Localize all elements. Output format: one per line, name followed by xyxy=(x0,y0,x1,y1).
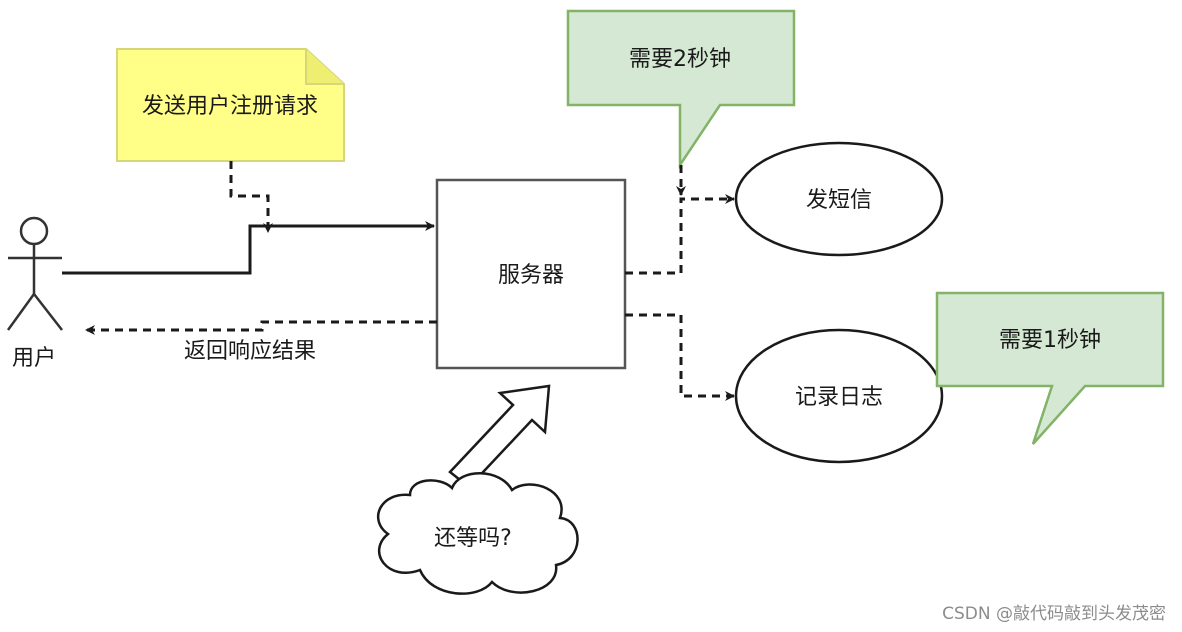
watermark: CSDN @敲代码敲到头发茂密 xyxy=(942,604,1166,624)
user-label: 用户 xyxy=(12,346,56,371)
log-arrow xyxy=(625,313,735,401)
user-actor-icon xyxy=(6,216,63,331)
sms-label: 发短信 xyxy=(806,188,872,213)
request-arrow xyxy=(62,221,435,275)
note-connector xyxy=(229,161,273,233)
note-request-text: 发送用户注册请求 xyxy=(142,94,318,119)
callout-sms-text: 需要2秒钟 xyxy=(629,47,731,72)
server-label: 服务器 xyxy=(498,263,564,288)
return-label: 返回响应结果 xyxy=(184,339,316,364)
sms-ellipse xyxy=(734,141,944,257)
sms-arrow xyxy=(625,194,735,275)
server-box xyxy=(435,178,627,370)
cloud-text: 还等吗? xyxy=(434,526,512,551)
return-arrow xyxy=(85,320,437,335)
cloud-shape: 还等吗? xyxy=(377,472,579,595)
callout-log-text: 需要1秒钟 xyxy=(999,328,1101,353)
callout-log-time: 需要1秒钟 xyxy=(935,291,1165,445)
hollow-arrow xyxy=(448,384,551,489)
note-request: 发送用户注册请求 xyxy=(116,48,345,162)
callout-sms-time: 需要2秒钟 xyxy=(566,9,796,170)
log-label: 记录日志 xyxy=(795,385,883,410)
log-ellipse xyxy=(734,328,944,464)
